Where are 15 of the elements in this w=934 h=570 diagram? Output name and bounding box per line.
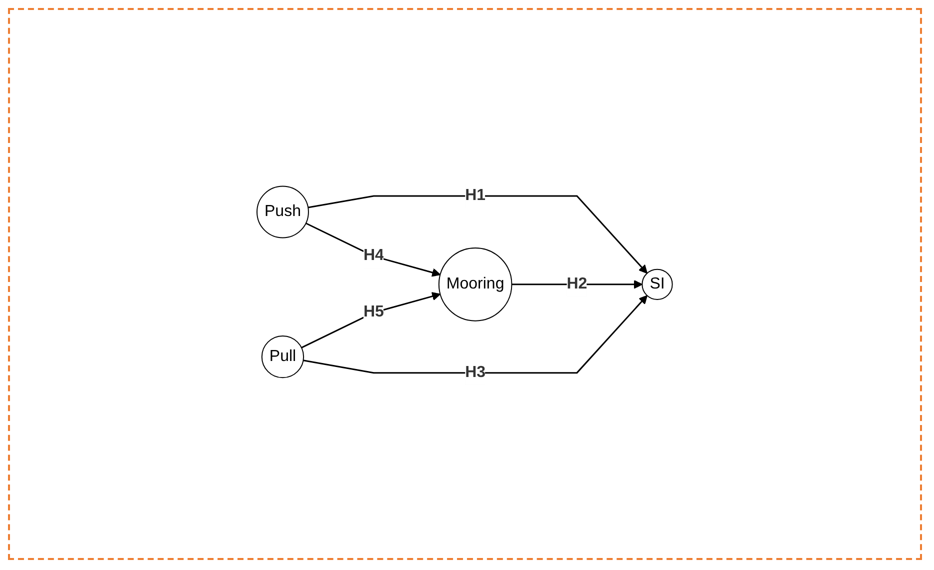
edge-label: H1 [465,186,486,204]
edge-label: H4 [364,246,384,264]
edge-label: H5 [364,303,384,320]
edge-label: H3 [465,363,486,380]
node-circle [642,268,674,300]
node-circle [262,335,304,378]
arrow [303,294,648,374]
dashed-frame: H1 H2 H3 H4 H5 Push Mooring SI Pull [8,8,922,560]
edge-label: H2 [567,275,588,292]
node-circle [438,247,513,321]
node-circle [256,185,310,238]
arrow [512,280,643,288]
arrow [306,222,441,276]
arrow [302,292,441,348]
arrow [308,194,648,274]
